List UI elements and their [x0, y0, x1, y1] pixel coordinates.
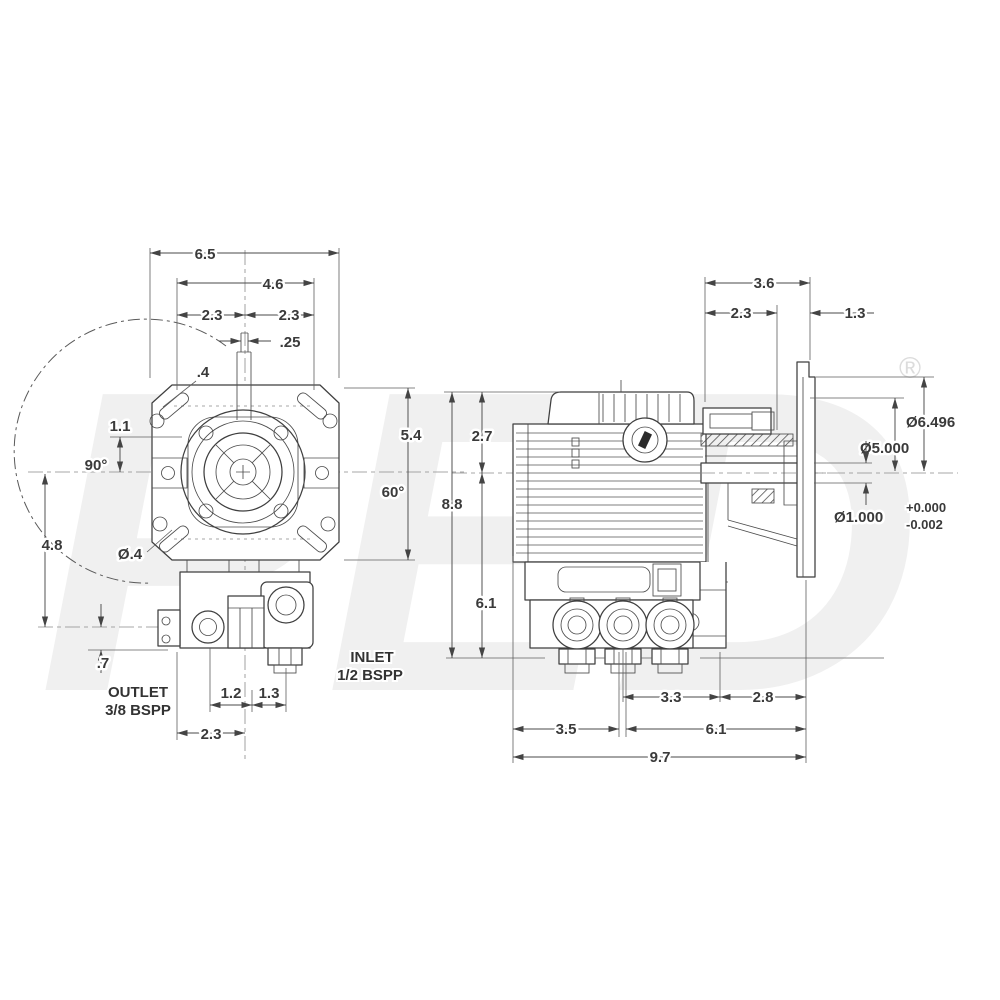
dim-shaft-overall: 3.6 [754, 275, 775, 292]
dim-shaft-b: 1.3 [845, 305, 866, 322]
dim-offset-top: 1.1 [110, 418, 131, 435]
dim-bolt-right: 2.3 [279, 307, 300, 324]
dim-slot-diameter: Ø.4 [118, 546, 143, 563]
dim-width-overall: 6.5 [195, 246, 216, 263]
dim-length-overall: 9.7 [650, 749, 671, 766]
dim-span-body: 6.1 [706, 721, 727, 738]
side-view-dimensions: 3.6 2.3 1.3 8.8 2.7 6.1 Ø6.496 Ø5.000 Ø1… [439, 273, 958, 769]
dim-height-centerline: 4.8 [42, 537, 63, 554]
dim-flange-diameter: Ø6.496 [906, 414, 955, 431]
dim-height-top: 2.7 [472, 428, 493, 445]
inlet-label: INLET [350, 649, 393, 666]
dim-shaft-diameter: Ø1.000 [834, 509, 883, 526]
registered-mark-icon: ® [899, 352, 921, 385]
dim-key-width: .25 [280, 334, 301, 351]
front-view-dimensions: 6.5 4.6 2.3 2.3 .25 .4 1.1 90° 5.4 60° 4… [39, 244, 425, 746]
dim-angle-right: 60° [382, 484, 405, 501]
dim-shaft-tol-plus: +0.000 [906, 500, 946, 515]
dim-pilot-diameter: Ø5.000 [860, 440, 909, 457]
dim-span-valves: 3.3 [661, 689, 682, 706]
dim-height-overall: 8.8 [442, 496, 463, 513]
dim-height-lower: 6.1 [476, 595, 497, 612]
outlet-thread-label: 3/8 BSPP [105, 702, 171, 719]
dim-angle-left: 90° [85, 457, 108, 474]
outlet-label: OUTLET [108, 684, 168, 701]
dim-shaft-a: 2.3 [731, 305, 752, 322]
inlet-thread-label: 1/2 BSPP [337, 667, 403, 684]
dim-outlet-offset: .7 [97, 655, 110, 672]
dim-port-spacing-a: 1.2 [221, 685, 242, 702]
dim-span-front: 3.5 [556, 721, 577, 738]
dim-shaft-tol-minus: -0.002 [906, 517, 943, 532]
front-view [13, 250, 464, 762]
dim-port-spacing-b: 1.3 [259, 685, 280, 702]
dim-outlet-span: 2.3 [201, 726, 222, 743]
dim-height-body: 5.4 [401, 427, 423, 444]
dim-width-bolt-pattern: 4.6 [263, 276, 284, 293]
dim-span-rear: 2.8 [753, 689, 774, 706]
dim-slot-width: .4 [197, 364, 210, 381]
dim-bolt-left: 2.3 [202, 307, 223, 324]
side-view [452, 361, 958, 674]
